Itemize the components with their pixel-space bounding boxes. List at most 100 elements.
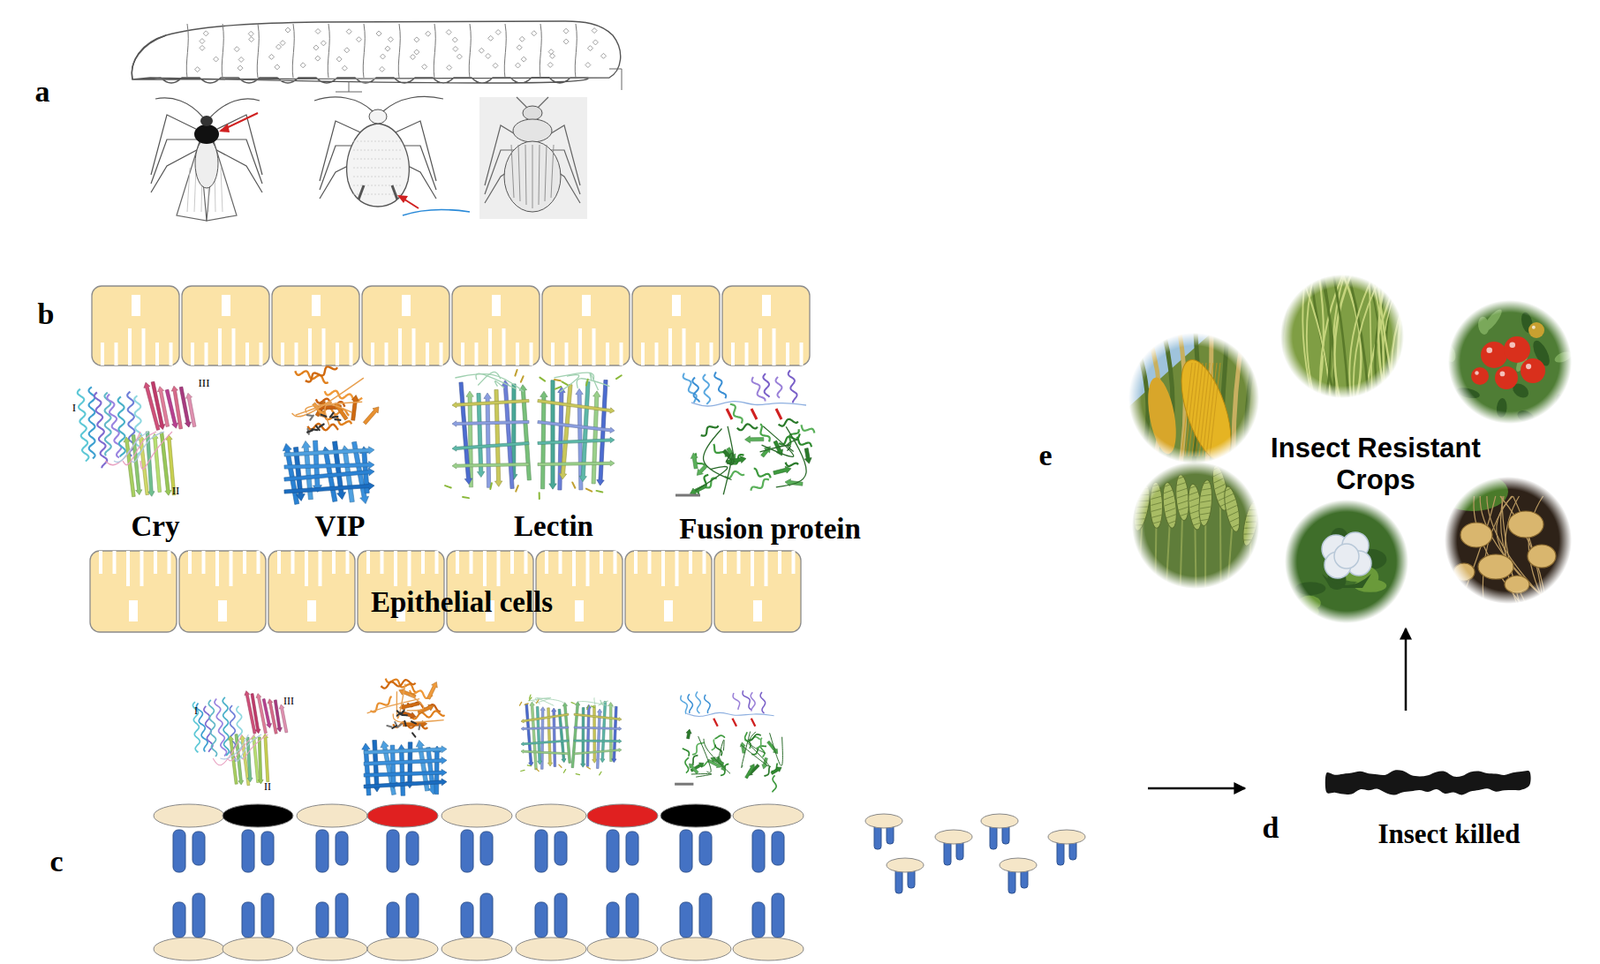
epithelial-cell-part [671, 294, 681, 317]
lectin-structure-part [600, 701, 607, 763]
membrane-lipid [660, 893, 732, 961]
corn-photo-part [1233, 332, 1244, 464]
wheat-photo-part [1248, 541, 1252, 589]
receptor-lipid-part [192, 831, 205, 866]
membrane-lipid-part [261, 893, 274, 938]
epithelial-cell-part [695, 342, 700, 366]
epithelial-cell-part [155, 342, 159, 366]
cotton-photo-part [1281, 603, 1320, 621]
lectin-structure-part [577, 701, 616, 709]
lectin-structure-part [587, 706, 589, 710]
epithelial-cell-part [586, 550, 590, 587]
vip-structure-part [305, 401, 363, 413]
epithelial-cell-part [179, 550, 266, 633]
lectin-structure-part [573, 739, 622, 744]
epithelial-cell-part [311, 294, 321, 317]
cry-structure-part [263, 733, 270, 782]
beetle-drawing-part [525, 144, 527, 205]
vip-structure-part [284, 482, 375, 494]
tomato-photo-part [1477, 316, 1490, 336]
panel-letter: c [49, 844, 63, 879]
corn-photo-part [1245, 332, 1260, 464]
fusion-protein-structure-part [713, 718, 718, 727]
wheat-photo-part [1239, 499, 1261, 548]
epithelial-cell-part [439, 342, 444, 366]
epithelial-cell-part [268, 550, 355, 633]
epithelial-cell-part [572, 550, 576, 587]
vip-structure-part [330, 413, 334, 418]
rice-photo-part [1369, 274, 1373, 399]
caterpillar-drawing-part [313, 45, 319, 51]
caterpillar-drawing-part [237, 65, 243, 71]
fusion-protein-structure-part [760, 692, 766, 714]
fusion-protein-structure-part [750, 692, 755, 711]
wheat-photo-part [1199, 518, 1210, 522]
caterpillar-drawing-part [409, 54, 416, 61]
wingless-aphid-drawing-part [369, 109, 387, 124]
lectin-structure-part [608, 702, 613, 763]
released-lipid [935, 830, 973, 866]
membrane-lipid-part [699, 893, 712, 938]
wheat-photo-part [1248, 507, 1260, 513]
epithelial-cell-part [792, 550, 796, 574]
fusion-protein-structure-part [692, 742, 705, 755]
membrane-lipid-part [626, 893, 639, 938]
lectin-structure-part [571, 701, 581, 769]
lectin-structure-part [559, 375, 580, 393]
epithelial-cell-part [190, 342, 195, 366]
domain-numeral: III [198, 377, 211, 391]
epithelial-cell-part [304, 550, 309, 587]
wheat-photo-part [1150, 483, 1162, 487]
caterpillar-drawing-part [587, 45, 593, 52]
cry-structure-part [94, 392, 107, 468]
winged-aphid-drawing-part [155, 98, 204, 118]
vip-structure-part [411, 721, 416, 724]
wheat-photo-part [1200, 487, 1212, 491]
lectin-structure-part [573, 726, 622, 731]
epithelial-cell [632, 286, 720, 366]
membrane-lipid-part [587, 937, 658, 961]
fusion-protein-structure [674, 690, 783, 793]
vip-structure-part [363, 769, 447, 778]
membrane-lipid [367, 893, 438, 961]
cry-structure-part [219, 734, 249, 760]
epithelial-cell-part [502, 328, 506, 366]
wheat-photo-part [1163, 496, 1175, 500]
rice-photo [1252, 274, 1419, 399]
membrane-lipid-part [460, 902, 474, 938]
domain-numeral: III [283, 695, 295, 709]
fusion-protein-structure-part [682, 748, 690, 757]
lectin-structure-part [587, 767, 591, 770]
epithelial-cell-part [90, 550, 177, 633]
vip-structure-part [392, 725, 397, 729]
wheat-photo-part [1138, 526, 1142, 589]
winged-aphid-drawing-part [220, 167, 223, 212]
lectin-structure-part [535, 707, 543, 766]
caterpillar-drawing-part [248, 30, 254, 37]
receptor-lipid-part [261, 831, 274, 866]
membrane-lipid-part [222, 937, 294, 961]
lectin-structure-part [537, 399, 615, 414]
cry-structure [192, 691, 287, 786]
epithelial-cell-part [91, 286, 180, 366]
receptor-lipid-part [679, 830, 693, 873]
epithelial-cell-part [421, 550, 425, 574]
epithelial-cell [90, 550, 177, 633]
lectin-structure-part [515, 485, 519, 491]
receptor-lipid-part [515, 804, 587, 828]
fusion-protein-structure-part [726, 426, 734, 465]
lectin-structure-part [452, 399, 529, 408]
cry-structure-part [257, 737, 264, 785]
tomato-photo-part [1520, 358, 1546, 384]
caterpillar-drawing-part [414, 49, 420, 55]
vip-structure-part [427, 682, 438, 701]
wheat-photo-part [1151, 514, 1163, 518]
epithelial-cell-part [497, 550, 501, 587]
rice-photo-part [1282, 274, 1286, 399]
epithelial-cell-part [346, 550, 350, 574]
fusion-protein-structure-part [703, 429, 733, 481]
vip-structure-part [432, 746, 441, 795]
wheat-photo-part [1150, 502, 1162, 506]
epithelial-cell-part [668, 328, 672, 366]
epithelial-cell-part [215, 550, 219, 587]
